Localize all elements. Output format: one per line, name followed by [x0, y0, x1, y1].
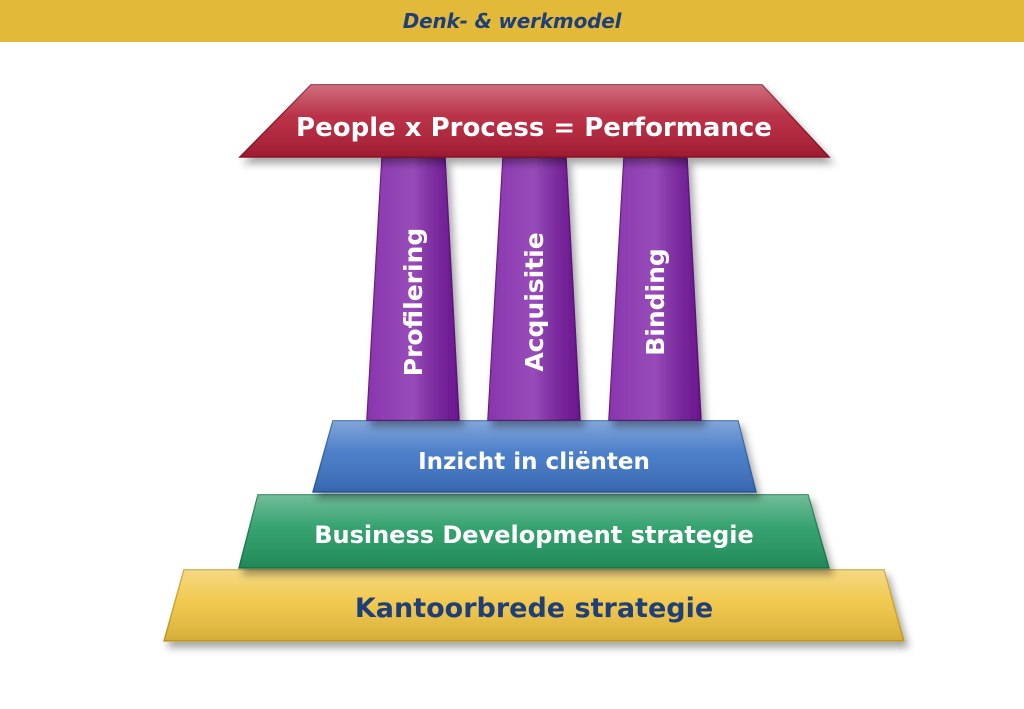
- pillar-binding-gloss: [609, 158, 701, 420]
- pillar-acquisitie-label: Acquisitie: [520, 232, 549, 371]
- page-title: Denk- & werkmodel: [402, 9, 622, 33]
- base-layer-company-strategy-gloss: [164, 570, 904, 641]
- roof-gloss: [240, 85, 829, 157]
- pillar-profilering-label: Profilering: [399, 228, 428, 376]
- pillar-binding-label: Binding: [641, 248, 670, 356]
- base-layer-company-strategy-label: Kantoorbrede strategie: [355, 593, 713, 624]
- pillar-acquisitie: [487, 157, 581, 421]
- base-layer-bd-strategy-label: Business Development strategie: [314, 521, 754, 549]
- base-layer-client-insight-gloss: [313, 421, 756, 492]
- base-layer-company-strategy: [163, 569, 905, 642]
- pillar-profilering-gloss: [367, 158, 459, 420]
- pillar-profilering: [366, 157, 460, 421]
- pillar-acquisitie-gloss: [488, 158, 580, 420]
- roof-label: People x Process = Performance: [296, 113, 772, 143]
- base-layer-bd-strategy: [238, 494, 830, 569]
- header-bar: Denk- & werkmodel: [0, 0, 1024, 42]
- base-layer-client-insight: [312, 420, 757, 493]
- roof: [238, 84, 831, 158]
- pillar-binding: [608, 157, 702, 421]
- base-layer-bd-strategy-gloss: [239, 495, 829, 568]
- base-layer-client-insight-label: Inzicht in cliënten: [418, 449, 650, 475]
